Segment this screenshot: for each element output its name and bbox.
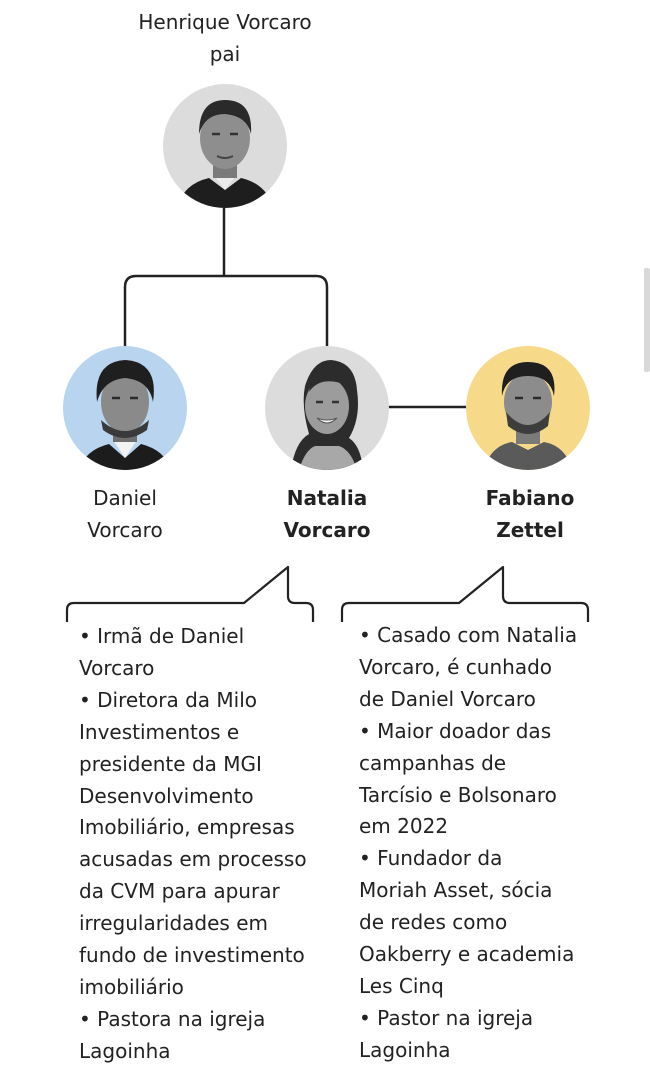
fabiano-note-line: de redes como	[359, 910, 508, 935]
natalia-last-name: Vorcaro	[283, 518, 371, 542]
fabiano-photo	[466, 346, 590, 470]
fabiano-note-line: • Fundador da	[359, 846, 503, 871]
natalia-note-line: presidente da MGI	[79, 751, 262, 776]
children-branch	[123, 274, 329, 346]
natalia-notes-bracket	[65, 565, 315, 622]
natalia-notes: • Irmã de Daniel Vorcaro • Diretora da M…	[79, 621, 329, 1068]
daniel-label: Daniel Vorcaro	[40, 482, 210, 546]
natalia-note-line: Investimentos e	[79, 719, 240, 744]
fabiano-note-line: Vorcaro, é cunhado	[359, 654, 553, 679]
natalia-note-line: da CVM para apurar	[79, 879, 280, 904]
fabiano-notes-bracket	[340, 565, 590, 622]
natalia-note-line: irregularidades em	[79, 911, 268, 936]
scrollbar[interactable]	[644, 268, 650, 372]
father-label: Henrique Vorcaro pai	[110, 6, 340, 70]
natalia-note-line: fundo de investimento	[79, 943, 305, 968]
natalia-note-line: • Pastora na igreja	[79, 1006, 266, 1031]
natalia-note-line: Lagoinha	[79, 1038, 171, 1063]
fabiano-note-line: de Daniel Vorcaro	[359, 686, 536, 711]
fabiano-first-name: Fabiano	[485, 486, 575, 510]
fabiano-note-line: em 2022	[359, 814, 449, 839]
fabiano-note-line: campanhas de	[359, 750, 507, 775]
fabiano-label: Fabiano Zettel	[445, 482, 615, 546]
father-role: pai	[209, 42, 241, 66]
natalia-label: Natalia Vorcaro	[242, 482, 412, 546]
natalia-note-line: Desenvolvimento	[79, 783, 254, 808]
natalia-note-line: Vorcaro	[79, 655, 155, 680]
fabiano-note-line: Les Cinq	[359, 973, 444, 998]
natalia-note-line: acusadas em processo	[79, 847, 307, 872]
fabiano-last-name: Zettel	[496, 518, 564, 542]
natalia-note-line: imobiliário	[79, 974, 184, 999]
daniel-photo	[63, 346, 187, 470]
father-photo	[163, 84, 287, 208]
fabiano-note-line: • Pastor na igreja	[359, 1005, 534, 1030]
fabiano-note-line: • Casado com Natalia	[359, 623, 578, 647]
natalia-first-name: Natalia	[286, 486, 368, 510]
daniel-first-name: Daniel	[93, 486, 157, 510]
father-name: Henrique Vorcaro	[138, 10, 312, 34]
natalia-note-line: • Diretora da Milo	[79, 687, 258, 712]
fabiano-note-line: Moriah Asset, sócia	[359, 878, 553, 903]
natalia-note-line: • Irmã de Daniel	[79, 624, 245, 648]
fabiano-note-line: Oakberry e academia	[359, 942, 575, 967]
daniel-last-name: Vorcaro	[87, 518, 163, 542]
natalia-photo	[265, 346, 389, 470]
fabiano-notes: • Casado com Natalia Vorcaro, é cunhado …	[359, 620, 609, 1067]
fabiano-note-line: Lagoinha	[359, 1037, 451, 1062]
fabiano-note-line: • Maior doador das	[359, 718, 552, 743]
fabiano-note-line: Tarcísio e Bolsonaro	[359, 782, 557, 807]
natalia-note-line: Imobiliário, empresas	[79, 815, 295, 840]
